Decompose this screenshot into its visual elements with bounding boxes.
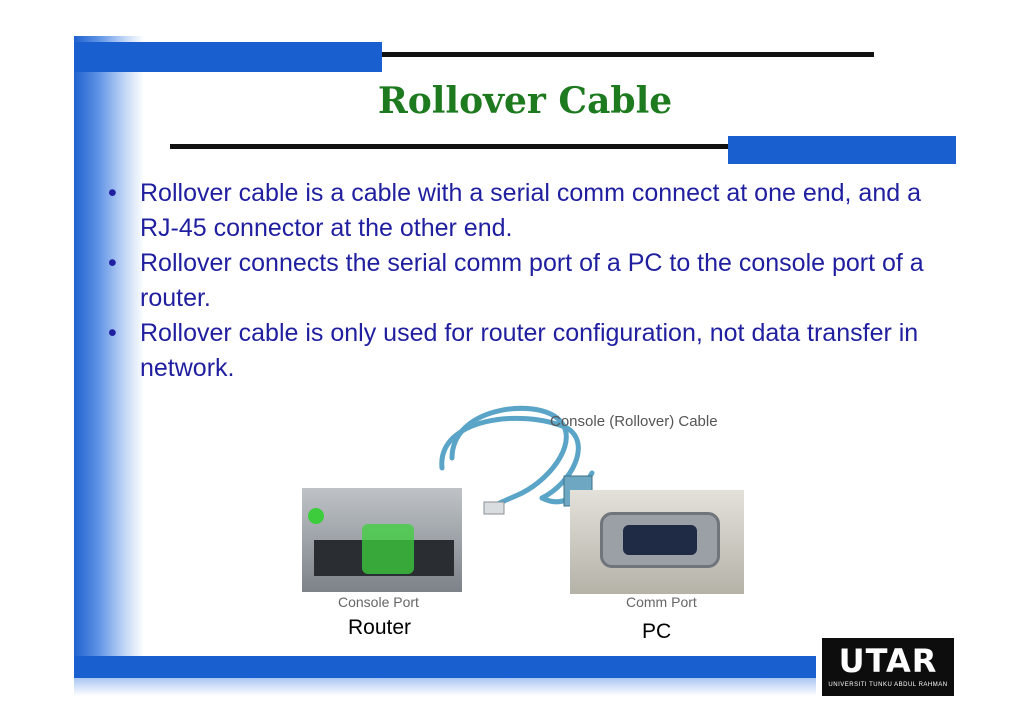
bullet-list: Rollover cable is a cable with a serial … [108, 176, 928, 386]
db9-pins [623, 525, 697, 555]
bottom-gradient-bar [74, 678, 816, 696]
router-back-panel [302, 488, 462, 592]
db9-connector [600, 512, 720, 568]
console-port-label: Console Port [338, 594, 419, 610]
top-blue-bar [74, 42, 382, 72]
title-underline [170, 144, 730, 149]
status-led [308, 508, 324, 524]
bottom-blue-bar [74, 656, 816, 678]
cable-label: Console (Rollover) Cable [550, 413, 718, 430]
comm-port-label: Comm Port [626, 594, 697, 610]
slide-title: Rollover Cable [377, 80, 673, 122]
bullet-item: Rollover connects the serial comm port o… [108, 246, 928, 316]
bullet-item: Rollover cable is a cable with a serial … [108, 176, 928, 246]
pc-caption: PC [642, 620, 672, 643]
utar-logo: UTAR UNIVERSITI TUNKU ABDUL RAHMAN [822, 638, 954, 696]
console-port-highlight [362, 524, 414, 574]
bullet-item: Rollover cable is only used for router c… [108, 316, 928, 386]
right-blue-bar [728, 136, 956, 164]
logo-letters: UTAR [838, 642, 938, 680]
rollover-cable-photo: Console (Rollover) Cable Console Port Co… [302, 398, 744, 612]
router-caption: Router [348, 616, 412, 639]
logo-caption: UNIVERSITI TUNKU ABDUL RAHMAN [828, 682, 948, 688]
top-divider-line [382, 52, 874, 57]
pc-serial-port [570, 490, 744, 594]
